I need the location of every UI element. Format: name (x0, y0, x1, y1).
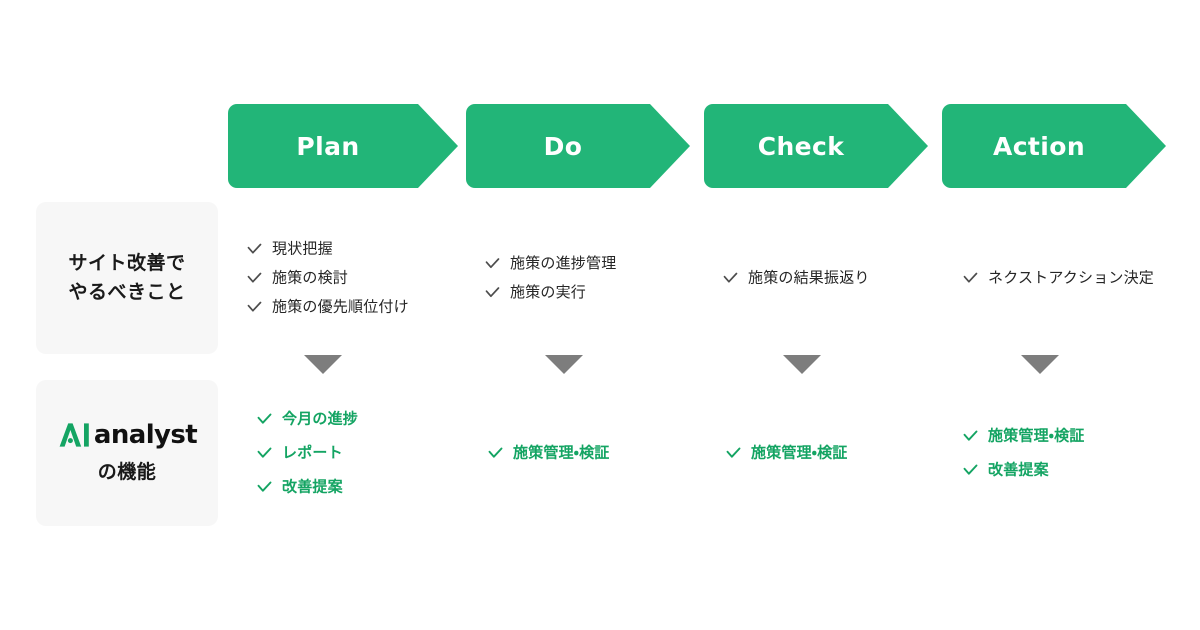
task-item: 施策の検討 (246, 270, 409, 287)
side-label-tasks-line2: やるべきこと (68, 282, 186, 303)
side-label-tasks-line1: サイト改善で (68, 252, 186, 274)
phase-header-check: Check (704, 104, 928, 188)
check-icon (726, 447, 741, 458)
task-list-plan: 現状把握 施策の検討 施策の優先順位付け (246, 241, 409, 316)
check-icon (963, 430, 978, 441)
check-icon (247, 301, 262, 312)
check-icon (257, 481, 272, 492)
ai-analyst-logo: analyst (57, 418, 198, 451)
feature-item-label: レポート (282, 444, 343, 462)
feature-item: 改善提案 (256, 479, 358, 496)
check-icon (247, 243, 262, 254)
feature-item-label: 改善提案 (282, 478, 343, 496)
task-item: 現状把握 (246, 241, 409, 258)
check-icon (488, 447, 503, 458)
task-item: 施策の実行 (484, 284, 616, 301)
task-item-label: 施策の優先順位付け (272, 298, 409, 316)
feature-list-do: 施策管理・検証 (487, 445, 610, 462)
feature-item-label: 施策管理・検証 (513, 444, 610, 462)
ai-mark-icon (57, 422, 91, 448)
triangle-down-icon (545, 355, 583, 374)
triangle-down-icon (783, 355, 821, 374)
check-icon (723, 272, 738, 283)
phase-header-action-label: Action (992, 131, 1086, 161)
task-list-action: ネクストアクション決定 (962, 270, 1154, 287)
check-icon (247, 272, 262, 283)
phase-header-plan: Plan (228, 104, 458, 188)
feature-item-label: 今月の進捗 (282, 410, 359, 428)
feature-item-label: 施策管理・検証 (751, 444, 848, 462)
feature-list-action: 施策管理・検証 改善提案 (962, 428, 1085, 479)
phase-header-do-label: Do (543, 131, 583, 161)
task-item-label: 施策の結果振返り (748, 269, 870, 287)
task-item: 施策の優先順位付け (246, 299, 409, 316)
feature-item: 改善提案 (962, 462, 1085, 479)
task-item-label: 施策の検討 (272, 269, 349, 287)
side-label-tasks: サイト改善で やるべきこと (36, 202, 218, 354)
task-item-label: ネクストアクション決定 (988, 269, 1155, 287)
feature-item: 今月の進捗 (256, 411, 358, 428)
check-icon (485, 258, 500, 269)
task-list-do: 施策の進捗管理 施策の実行 (484, 255, 616, 301)
task-item: 施策の進捗管理 (484, 255, 616, 272)
phase-header-action: Action (942, 104, 1166, 188)
task-item-label: 現状把握 (272, 240, 333, 258)
feature-item-label: 改善提案 (988, 461, 1049, 479)
triangle-down-icon (304, 355, 342, 374)
feature-item-label: 施策管理・検証 (988, 427, 1085, 445)
feature-list-check: 施策管理・検証 (725, 445, 848, 462)
side-label-features: analyst の機能 (36, 380, 218, 526)
check-icon (963, 464, 978, 475)
feature-list-plan: 今月の進捗 レポート 改善提案 (256, 411, 358, 496)
task-item-label: 施策の進捗管理 (510, 255, 617, 272)
task-list-check: 施策の結果振返り (722, 270, 870, 287)
triangle-down-icon (1021, 355, 1059, 374)
feature-item: 施策管理・検証 (487, 445, 610, 462)
side-label-features-suffix: の機能 (97, 462, 157, 484)
feature-item: レポート (256, 445, 358, 462)
check-icon (485, 287, 500, 298)
check-icon (257, 447, 272, 458)
feature-item: 施策管理・検証 (725, 445, 848, 462)
task-item: ネクストアクション決定 (962, 270, 1154, 287)
phase-header-check-label: Check (757, 131, 845, 161)
phase-header-do: Do (466, 104, 690, 188)
check-icon (963, 272, 978, 283)
feature-item: 施策管理・検証 (962, 428, 1085, 445)
task-item-label: 施策の実行 (510, 284, 587, 301)
ai-analyst-wordmark: analyst (93, 420, 198, 451)
task-item: 施策の結果振返り (722, 270, 870, 287)
phase-header-plan-label: Plan (296, 131, 360, 161)
check-icon (257, 413, 272, 424)
